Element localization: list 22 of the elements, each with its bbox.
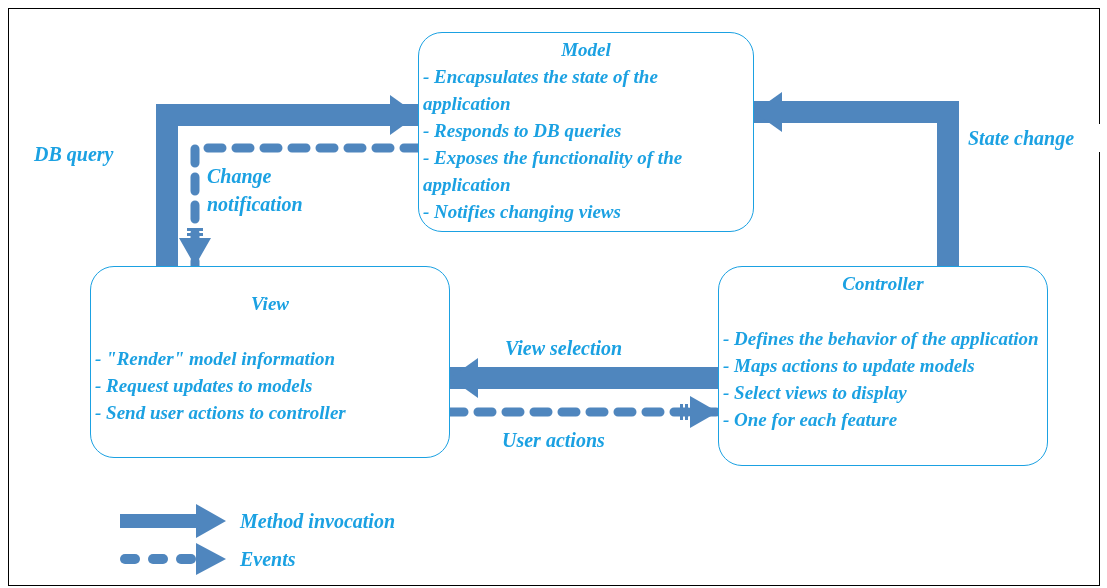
rounded-box — [90, 266, 450, 458]
box-title: View — [250, 292, 290, 316]
bullet-text: - Defines the behavior of the application — [723, 327, 1040, 351]
bullet-text: - Maps actions to update models — [723, 354, 976, 378]
bullet-text: - Send user actions to controller — [95, 401, 347, 425]
bullet-text: - Encapsulates the state of the application — [423, 65, 659, 116]
bullet-text: - Exposes the functionality of the application — [423, 146, 684, 197]
rounded-box — [718, 266, 1048, 466]
legend-label: Method invocation — [240, 509, 395, 534]
arrow — [450, 358, 718, 398]
bullet-text: - Notifies changing views — [423, 200, 622, 224]
box-title: Model — [560, 38, 612, 62]
bullet-text: - Responds to DB queries — [423, 119, 623, 143]
bullet-text: - Select views to display — [723, 381, 908, 405]
arrow — [156, 95, 418, 266]
rounded-box — [418, 32, 754, 232]
box-title: Controller — [841, 272, 925, 296]
bullet-text: - One for each feature — [723, 408, 899, 432]
bullet-text: - "Render" model information — [95, 347, 337, 371]
legend-label: Events — [240, 547, 296, 572]
bullet-text: - Request updates to models — [95, 374, 314, 398]
arrow — [754, 92, 959, 266]
